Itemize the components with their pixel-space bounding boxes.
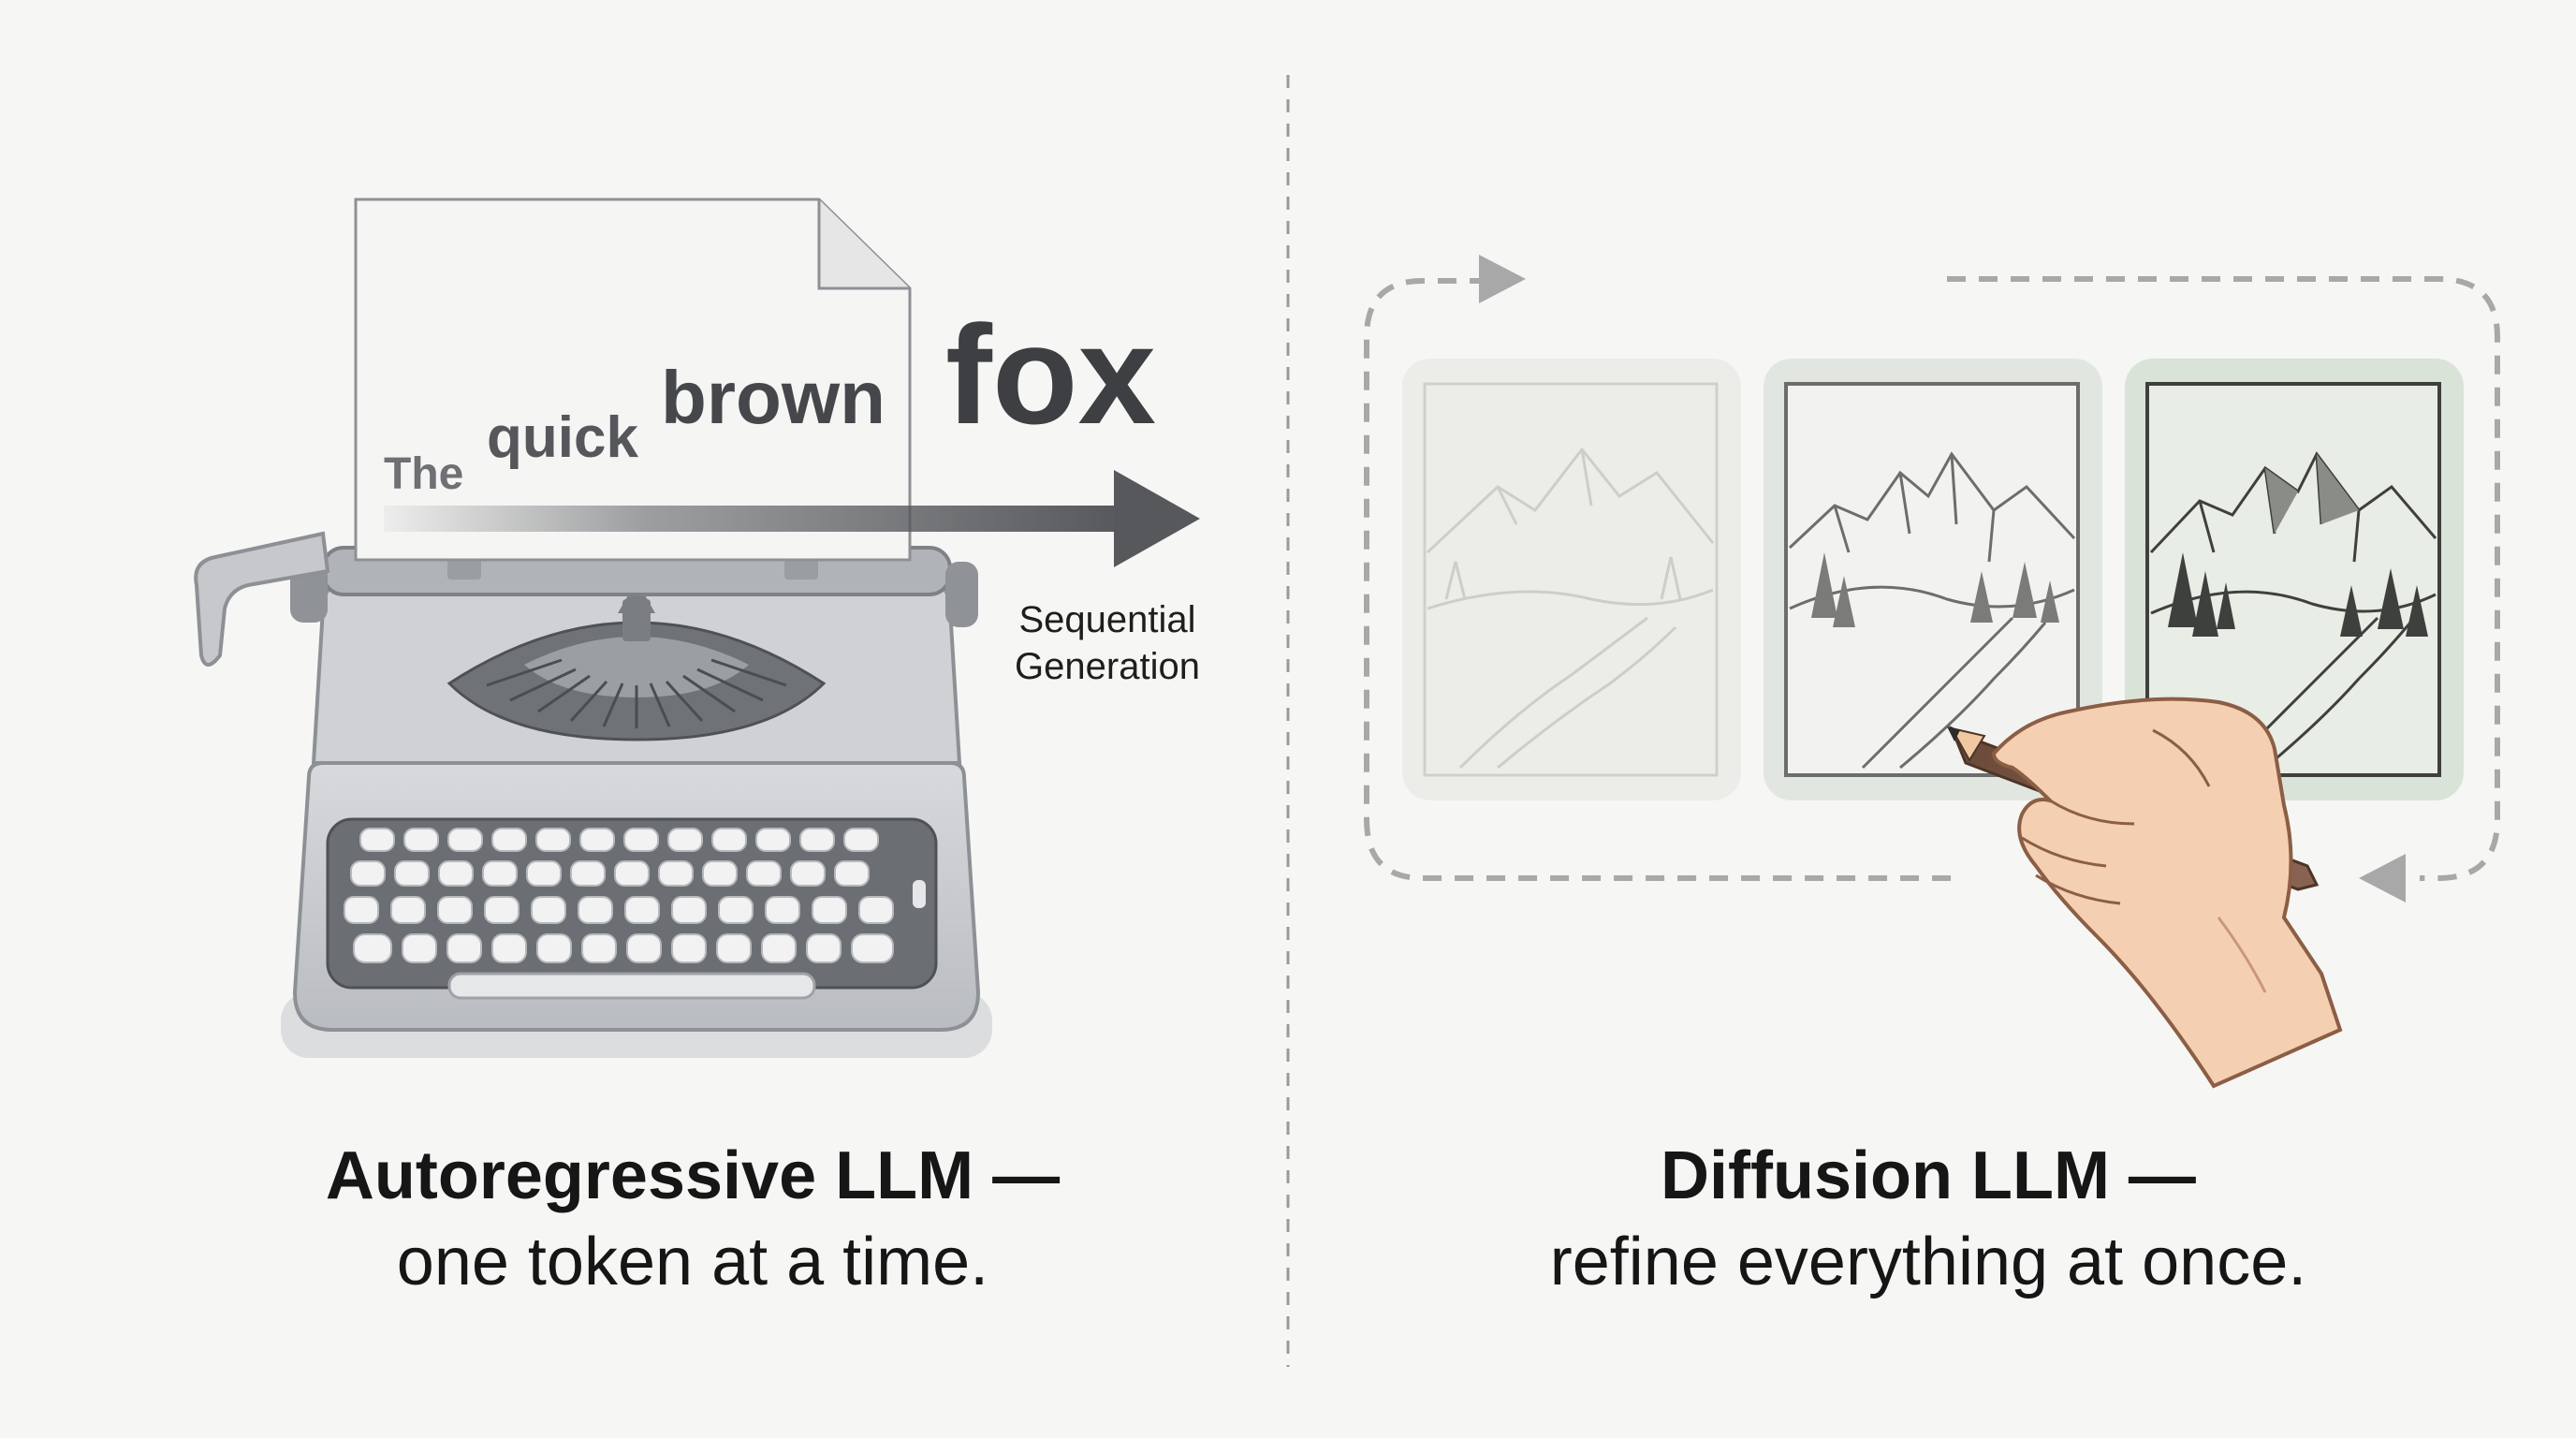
token-quick: quick [487,405,638,470]
sketch-panel-2 [1764,359,2102,800]
loop-arrow-bottom [2359,854,2406,902]
typewriter-icon [194,531,992,1058]
diffusion-subtitle: refine everything at once. [1549,1225,2307,1300]
sketch-panel-1 [1402,359,1741,800]
loop-arrow-top [1479,255,1526,303]
token-the: The [384,449,463,499]
refinement-loop [1364,276,2500,881]
autoregressive-title: Autoregressive LLM — [325,1138,1061,1213]
autoregressive-subtitle: one token at a time. [396,1225,989,1300]
sequential-arrow [384,470,1200,567]
autoregressive-caption: Autoregressive LLM — one token at a time… [178,1133,1208,1305]
diffusion-caption: Diffusion LLM — refine everything at onc… [1376,1133,2481,1305]
arrow-label-line1: Sequential [1018,599,1195,640]
hand-with-pencil-icon [1947,697,2343,1089]
arrow-label-line2: Generation [1015,646,1200,687]
token-fox: fox [945,296,1156,453]
paper-sheet [354,198,912,562]
diffusion-title: Diffusion LLM — [1661,1138,2196,1213]
token-brown: brown [661,356,886,439]
sketch-panel-3 [2125,359,2464,800]
